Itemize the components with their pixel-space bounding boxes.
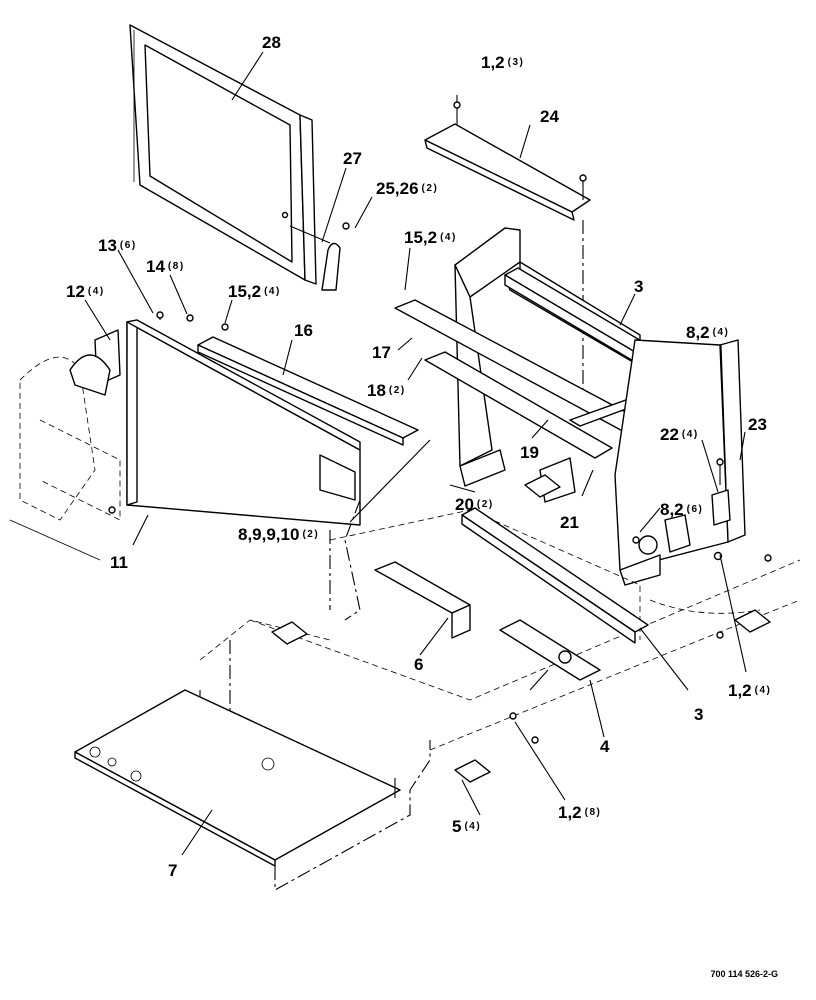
callout-quantity: (4) — [264, 286, 281, 297]
callout-3-a: 3 — [634, 277, 643, 296]
callout-label: 1,2 — [481, 53, 505, 72]
callout-label: 4 — [600, 737, 610, 756]
leader-lines — [84, 51, 747, 856]
callout-27: 27 — [343, 149, 362, 168]
callouts: 281,2(3)242725,26(2)15,2(4)13(6)14(8)12(… — [66, 33, 772, 880]
callout-quantity: (4) — [440, 232, 457, 243]
callout-quantity: (3) — [508, 57, 525, 68]
callout-label: 14 — [146, 257, 165, 276]
callout-quantity: (2) — [477, 499, 494, 510]
callout-1-2-4: 1,2(4) — [728, 681, 772, 700]
callout-8-2-4: 8,2(4) — [686, 323, 730, 342]
callout-label: 1,2 — [728, 681, 752, 700]
machine-ghost-left — [9, 329, 121, 561]
callout-1-2-3: 1,2(3) — [481, 53, 525, 72]
callout-24: 24 — [540, 107, 559, 126]
callout-label: 7 — [168, 861, 177, 880]
callout-label: 8,2 — [660, 500, 684, 519]
callout-quantity: (2) — [389, 385, 406, 396]
callout-4: 4 — [600, 737, 610, 756]
callout-quantity: (6) — [687, 504, 704, 515]
callout-23: 23 — [748, 415, 767, 434]
part-11-side-panel — [108, 319, 361, 526]
callout-label: 23 — [748, 415, 767, 434]
callout-label: 25,26 — [376, 179, 419, 198]
callout-13: 13(6) — [98, 236, 137, 255]
part-28-frame — [129, 24, 317, 285]
part-16-panel-rail — [156, 311, 419, 446]
callout-17: 17 — [372, 343, 391, 362]
callout-21: 21 — [560, 513, 579, 532]
callout-label: 22 — [660, 425, 679, 444]
callout-6: 6 — [414, 655, 423, 674]
part-27-handle — [289, 222, 350, 291]
callout-label: 19 — [520, 443, 539, 462]
callout-label: 17 — [372, 343, 391, 362]
part-7-floor-sheet — [74, 689, 431, 891]
callout-7: 7 — [168, 861, 177, 880]
callout-label: 24 — [540, 107, 559, 126]
callout-quantity: (6) — [120, 240, 137, 251]
callout-quantity: (4) — [682, 429, 699, 440]
callout-label: 18 — [367, 381, 386, 400]
callout-quantity: (2) — [422, 183, 439, 194]
callout-15-2-a: 15,2(4) — [404, 228, 457, 247]
callout-20: 20(2) — [455, 495, 494, 514]
part-3-lower-rail — [461, 507, 649, 644]
callout-label: 1,2 — [558, 803, 582, 822]
callout-label: 15,2 — [404, 228, 437, 247]
callout-label: 6 — [414, 655, 423, 674]
callout-label: 27 — [343, 149, 362, 168]
callout-16: 16 — [294, 321, 313, 340]
callout-19: 19 — [520, 443, 539, 462]
part-24-top-cover — [424, 95, 591, 405]
callout-1-2-8: 1,2(8) — [558, 803, 602, 822]
callout-label: 5 — [452, 817, 461, 836]
callout-label: 3 — [694, 705, 703, 724]
callout-label: 8,9,9,10 — [238, 525, 299, 544]
callout-label: 20 — [455, 495, 474, 514]
callout-label: 13 — [98, 236, 117, 255]
callout-quantity: (2) — [302, 529, 319, 540]
callout-label: 11 — [110, 553, 128, 572]
callout-quantity: (8) — [585, 807, 602, 818]
callout-quantity: (8) — [168, 261, 185, 272]
callout-label: 12 — [66, 282, 85, 301]
callout-label: 15,2 — [228, 282, 261, 301]
callout-3-b: 3 — [694, 705, 703, 724]
part-3-upper-rail — [504, 267, 666, 373]
callout-label: 16 — [294, 321, 313, 340]
callout-8-2-6: 8,2(6) — [660, 500, 704, 519]
part-5-clips — [271, 474, 772, 783]
part-23-side-panel — [614, 339, 746, 586]
callout-label: 28 — [262, 33, 281, 52]
callout-quantity: (4) — [88, 286, 105, 297]
part-4-plate — [499, 619, 601, 691]
callout-label: 8,2 — [686, 323, 710, 342]
callout-18: 18(2) — [367, 381, 406, 400]
callout-12: 12(4) — [66, 282, 105, 301]
callout-8-9-10: 8,9,9,10(2) — [238, 525, 319, 544]
callout-5: 5(4) — [452, 817, 481, 836]
callout-22: 22(4) — [660, 425, 699, 444]
callout-14: 14(8) — [146, 257, 185, 276]
callout-quantity: (4) — [464, 821, 481, 832]
callout-quantity: (4) — [755, 685, 772, 696]
callout-28: 28 — [262, 33, 281, 52]
drawing-number: 700 114 526-2-G — [710, 969, 778, 979]
callout-quantity: (4) — [713, 327, 730, 338]
callout-15-2-b: 15,2(4) — [228, 282, 281, 301]
part-6-deflector — [374, 561, 471, 639]
callout-label: 3 — [634, 277, 643, 296]
callout-25-26: 25,26(2) — [376, 179, 439, 198]
callout-label: 21 — [560, 513, 579, 532]
callout-11: 11 — [110, 553, 128, 572]
